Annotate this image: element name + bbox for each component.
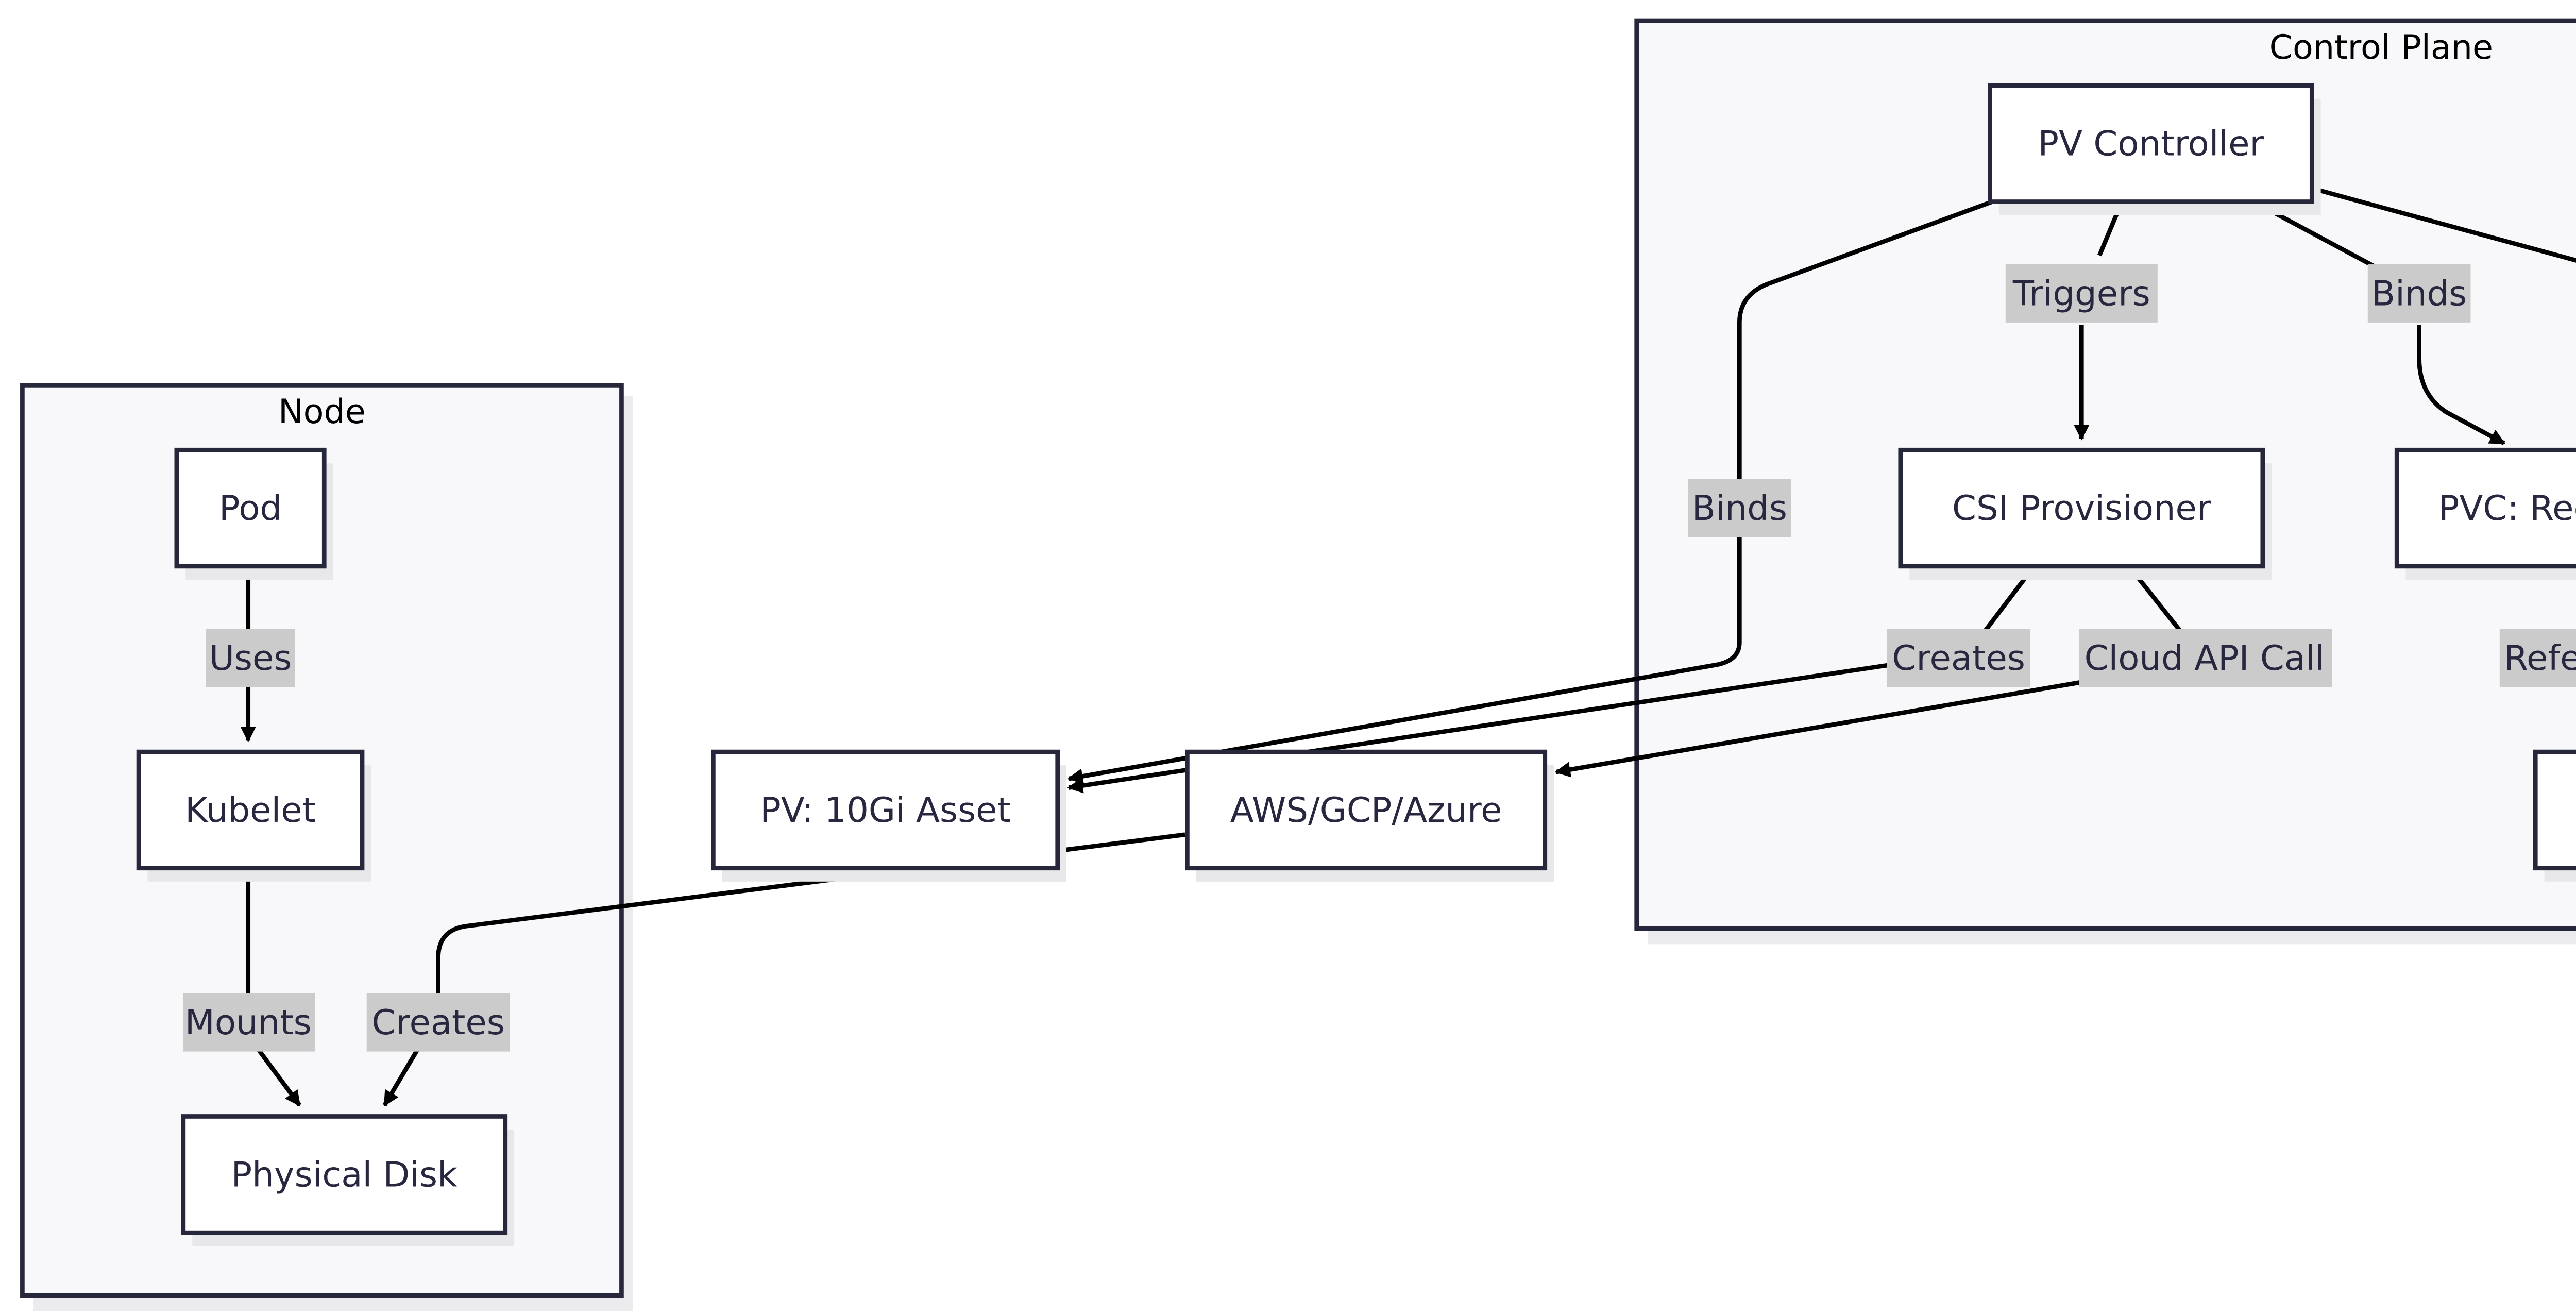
node-label: PV: 10Gi Asset bbox=[760, 790, 1011, 830]
node-kubelet[interactable]: Kubelet bbox=[136, 749, 371, 882]
cluster-title-control-plane: Control Plane bbox=[2269, 28, 2493, 67]
edge-watches[interactable] bbox=[2311, 186, 2576, 443]
edge-label-references: References bbox=[2499, 629, 2576, 687]
svg-text:Creates: Creates bbox=[371, 1002, 505, 1042]
node-pv[interactable]: PV: 10Gi Asset bbox=[711, 749, 1067, 882]
edge-labels: Triggers Binds Watches Binds Creates Def… bbox=[183, 264, 2576, 1052]
svg-text:Triggers: Triggers bbox=[2012, 273, 2150, 313]
node-label: PVC: Request 10Gi bbox=[2438, 488, 2576, 528]
edge-label-triggers: Triggers bbox=[2005, 264, 2158, 323]
edge-label-binds-pv: Binds bbox=[1688, 479, 1791, 537]
node-pvc[interactable]: PVC: Request 10Gi bbox=[2394, 447, 2576, 580]
node-label: Pod bbox=[219, 488, 282, 528]
node-pod[interactable]: Pod bbox=[174, 447, 333, 580]
node-storage-class[interactable]: StorageClass: Fast-SSD bbox=[2533, 749, 2576, 882]
node-label: AWS/GCP/Azure bbox=[1230, 790, 1502, 830]
edge-label-mounts: Mounts bbox=[183, 993, 315, 1052]
node-physical-disk[interactable]: Physical Disk bbox=[181, 1114, 515, 1246]
svg-text:Creates: Creates bbox=[1892, 638, 2025, 678]
edge-label-csi-creates: Creates bbox=[1887, 629, 2030, 687]
node-csi-provisioner[interactable]: CSI Provisioner bbox=[1898, 447, 2272, 580]
edge-label-uses: Uses bbox=[206, 629, 295, 687]
svg-text:Uses: Uses bbox=[209, 638, 292, 678]
node-label: CSI Provisioner bbox=[1952, 488, 2211, 528]
edge-cloud-creates-disk[interactable] bbox=[384, 832, 1185, 1105]
cluster-title-node: Node bbox=[278, 393, 366, 431]
svg-text:Binds: Binds bbox=[1692, 488, 1787, 528]
svg-text:Binds: Binds bbox=[2371, 273, 2467, 313]
edge-label-cloud-api-call: Cloud API Call bbox=[2079, 629, 2332, 687]
edges bbox=[248, 186, 2576, 1105]
node-cloud[interactable]: AWS/GCP/Azure bbox=[1185, 749, 1554, 882]
node-label: Physical Disk bbox=[231, 1154, 457, 1194]
edge-label-binds-pvc: Binds bbox=[2367, 264, 2471, 323]
node-label: PV Controller bbox=[2038, 124, 2264, 164]
node-pv-controller[interactable]: PV Controller bbox=[1988, 83, 2321, 215]
svg-text:Mounts: Mounts bbox=[185, 1002, 312, 1042]
svg-text:Cloud API Call: Cloud API Call bbox=[2084, 638, 2325, 678]
edge-binds-pv[interactable] bbox=[1069, 199, 1993, 779]
edge-label-cloud-creates-disk: Creates bbox=[366, 993, 510, 1052]
nodes: PV Controller CSI Provisioner PVC: Reque… bbox=[136, 83, 2576, 1246]
svg-text:References: References bbox=[2504, 638, 2576, 678]
node-label: Kubelet bbox=[185, 790, 316, 830]
